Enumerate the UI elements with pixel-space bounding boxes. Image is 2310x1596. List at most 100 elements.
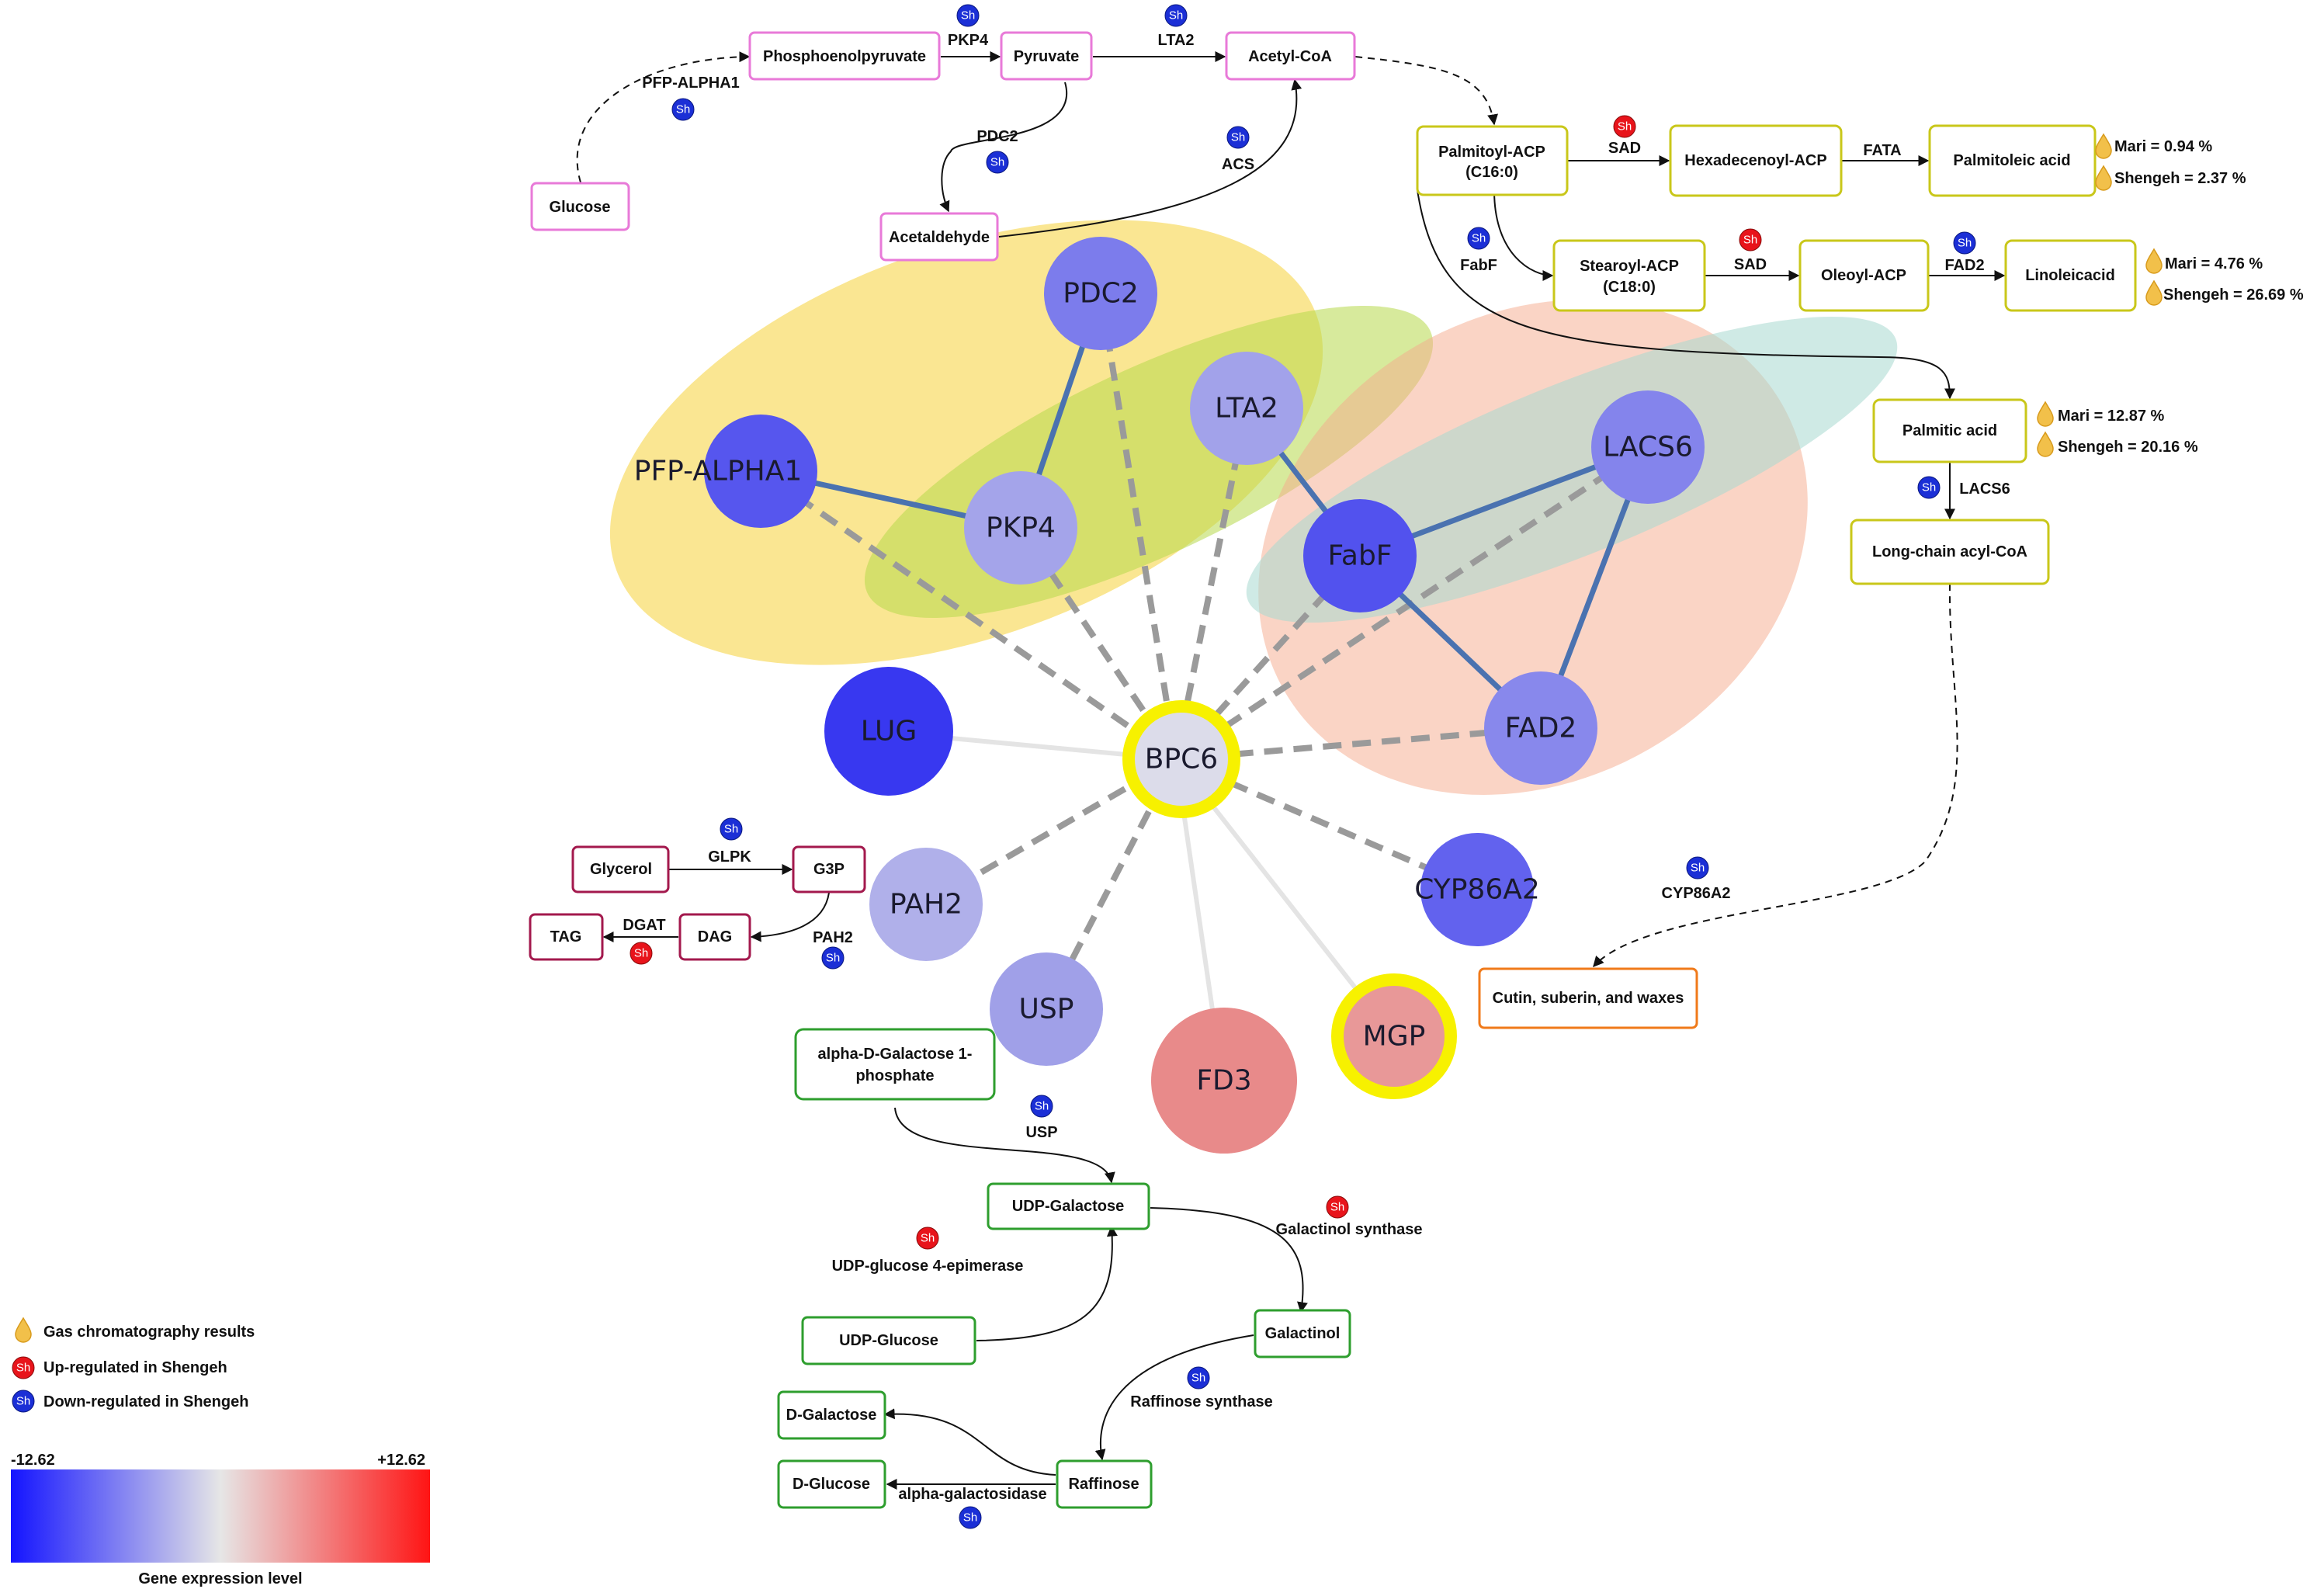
legend-min-label: -12.62 <box>11 1452 55 1469</box>
svg-text:Sh: Sh <box>1691 862 1705 875</box>
enzyme-sad-2: SAD <box>1734 256 1767 273</box>
legend-up-badge: Sh <box>12 1356 35 1379</box>
badge-down: Sh <box>671 98 695 121</box>
svg-text:Sh: Sh <box>1472 232 1486 245</box>
node-lacs6[interactable]: LACS6 <box>1591 390 1705 504</box>
node-lug-label: LUG <box>861 716 917 748</box>
drop-icon <box>2095 134 2112 159</box>
box-acetaldehyde[interactable]: Acetaldehyde <box>879 212 999 262</box>
node-bpc6-hub[interactable]: BPC6 <box>1122 700 1240 818</box>
box-oleoyl-acp-label: Oleoyl-ACP <box>1821 267 1906 284</box>
node-usp[interactable]: USP <box>990 952 1103 1066</box>
box-glycerol[interactable]: Glycerol <box>571 845 670 893</box>
badge-down: Sh <box>1953 231 1976 255</box>
box-pyruvate[interactable]: Pyruvate <box>1000 31 1093 81</box>
badge-up: Sh <box>916 1226 939 1250</box>
badge-down: Sh <box>821 946 845 970</box>
node-lug[interactable]: LUG <box>824 667 953 796</box>
node-usp-label: USP <box>1019 994 1074 1025</box>
svg-text:Sh: Sh <box>1191 1372 1205 1385</box>
edge-bpc6-pfp <box>758 468 1178 762</box>
badge-down: Sh <box>1226 126 1250 149</box>
node-fabf[interactable]: FabF <box>1303 499 1417 612</box>
legend-color-scale <box>11 1469 430 1563</box>
box-udp-galactose[interactable]: UDP-Galactose <box>987 1182 1150 1230</box>
box-raffinose-label: Raffinose <box>1068 1476 1139 1493</box>
enzyme-sad-1: SAD <box>1608 140 1641 157</box>
legend-max-label: +12.62 <box>377 1452 425 1469</box>
node-pdc2[interactable]: PDC2 <box>1044 237 1157 350</box>
box-g3p[interactable]: G3P <box>792 845 866 893</box>
badge-up: Sh <box>1613 115 1636 138</box>
node-lta2[interactable]: LTA2 <box>1190 352 1303 465</box>
box-d-galactose[interactable]: D-Galactose <box>777 1390 886 1440</box>
gc-palmitoleic-shengeh: Shengeh = 2.37 % <box>2114 170 2246 187</box>
svg-text:Sh: Sh <box>1231 131 1245 144</box>
arrow-acetylcoa-palmitoyl <box>1354 56 1498 126</box>
box-pep[interactable]: Phosphoenolpyruvate <box>748 31 941 81</box>
node-fd3[interactable]: FD3 <box>1151 1008 1297 1154</box>
legend-down-badge: Sh <box>12 1390 35 1413</box>
box-glucose[interactable]: Glucose <box>530 182 630 231</box>
box-acetylcoa-label: Acetyl-CoA <box>1248 48 1332 65</box>
badge-down: Sh <box>1164 4 1188 27</box>
enzyme-raffinose-synthase: Raffinose synthase <box>1130 1393 1272 1410</box>
edge-bpc6-pdc2 <box>1098 293 1179 760</box>
enzyme-pah2: PAH2 <box>813 929 853 946</box>
box-stearoyl-acp[interactable]: Stearoyl-ACP (C18:0) <box>1552 239 1706 312</box>
drop-icon <box>2145 248 2163 274</box>
box-tag[interactable]: TAG <box>529 913 604 961</box>
box-raffinose[interactable]: Raffinose <box>1056 1459 1153 1509</box>
node-fad2[interactable]: FAD2 <box>1484 671 1597 785</box>
enzyme-glpk: GLPK <box>708 848 751 866</box>
box-galactinol[interactable]: Galactinol <box>1254 1309 1351 1358</box>
badge-up: Sh <box>1739 228 1762 252</box>
node-pfp-alpha1[interactable]: PFP-ALPHA1 <box>634 415 817 528</box>
enzyme-acs: ACS <box>1222 156 1254 173</box>
node-cyp86a2[interactable]: CYP86A2 <box>1414 833 1540 946</box>
gc-linoleic-mari: Mari = 4.76 % <box>2165 255 2263 272</box>
box-stearoyl-acp-sub: (C18:0) <box>1603 279 1656 296</box>
box-dag[interactable]: DAG <box>678 913 751 961</box>
svg-text:Sh: Sh <box>826 952 840 965</box>
box-acetylcoa[interactable]: Acetyl-CoA <box>1225 31 1356 81</box>
box-udp-glucose[interactable]: UDP-Glucose <box>801 1316 976 1365</box>
svg-text:Sh: Sh <box>1035 1100 1049 1113</box>
node-mgp[interactable]: MGP <box>1331 973 1457 1099</box>
svg-text:Sh: Sh <box>16 1395 30 1408</box>
badge-down: Sh <box>959 1506 982 1529</box>
box-cutin[interactable]: Cutin, suberin, and waxes <box>1478 967 1698 1029</box>
box-d-glucose[interactable]: D-Glucose <box>777 1459 886 1509</box>
box-linoleic-acid-label: Linoleicacid <box>2025 267 2115 284</box>
badge-up: Sh <box>630 942 653 965</box>
enzyme-pkp4: PKP4 <box>948 32 989 49</box>
svg-text:Sh: Sh <box>16 1362 30 1375</box>
node-pkp4[interactable]: PKP4 <box>964 471 1077 585</box>
box-oleoyl-acp[interactable]: Oleoyl-ACP <box>1798 239 1930 312</box>
arrow-acetaldehyde-acetylcoa <box>998 78 1302 238</box>
arrow-raffinose-dgalactose <box>883 1408 1056 1476</box>
node-lacs6-label: LACS6 <box>1603 432 1693 463</box>
gc-palmitic-mari: Mari = 12.87 % <box>2058 408 2165 425</box>
box-linoleic-acid[interactable]: Linoleicacid <box>2004 239 2137 312</box>
box-hexadecenoyl-acp[interactable]: Hexadecenoyl-ACP <box>1669 124 1843 197</box>
box-agal1p[interactable]: alpha-D-Galactose 1- phosphate <box>794 1028 996 1101</box>
legend-down-label: Down-regulated in Shengeh <box>43 1393 248 1410</box>
box-long-chain-acyl-coa[interactable]: Long-chain acyl-CoA <box>1850 519 2050 585</box>
svg-text:Sh: Sh <box>961 9 975 23</box>
badge-down: Sh <box>986 151 1009 174</box>
node-pah2-label: PAH2 <box>890 889 962 921</box>
node-pah2[interactable]: PAH2 <box>869 848 983 961</box>
box-palmitoyl-acp[interactable]: Palmitoyl-ACP (C16:0) <box>1416 125 1569 196</box>
legend: Gas chromatography results Sh Up-regulat… <box>11 1317 430 1587</box>
node-bpc6-label: BPC6 <box>1145 744 1218 775</box>
pathway-arrows <box>576 51 2006 1490</box>
box-palmitic-acid[interactable]: Palmitic acid <box>1872 398 2027 463</box>
enzyme-dgat: DGAT <box>623 917 665 934</box>
box-palmitoleic-acid[interactable]: Palmitoleic acid <box>1928 124 2097 197</box>
legend-drop-icon <box>15 1317 32 1343</box>
arrow-udpglc-udpgal <box>976 1225 1118 1341</box>
enzyme-fata: FATA <box>1863 142 1901 159</box>
box-tag-label: TAG <box>550 928 582 945</box>
